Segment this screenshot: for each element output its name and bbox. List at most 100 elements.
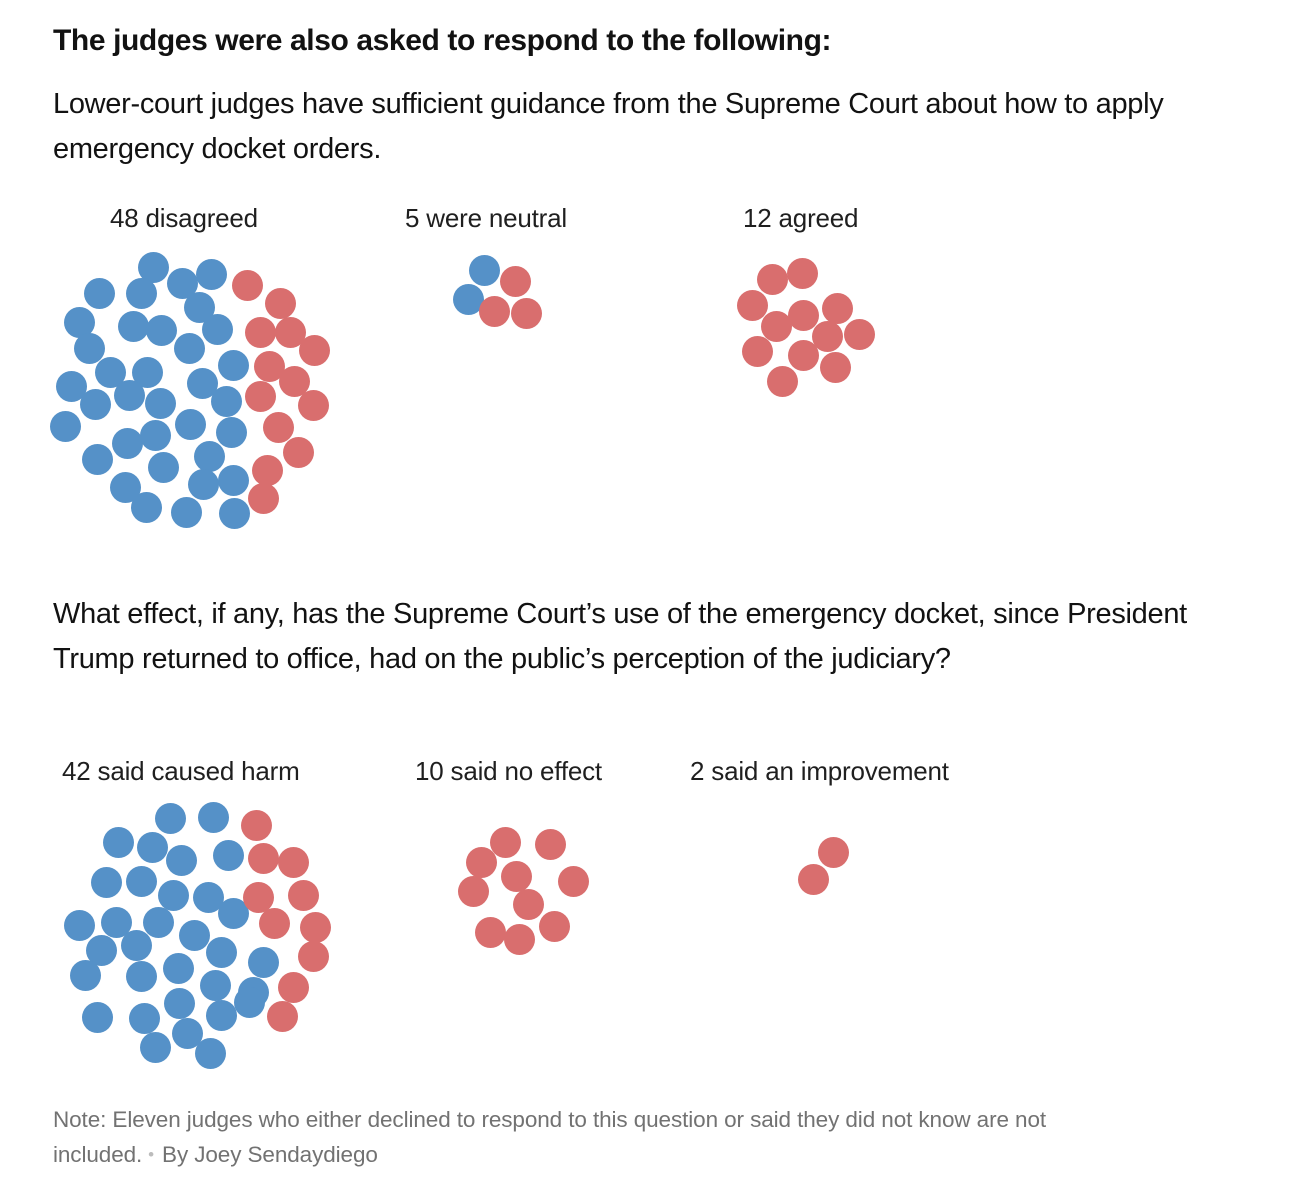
judge-dot-blue <box>162 952 194 984</box>
judge-dot-blue <box>165 844 197 876</box>
judge-dot-blue <box>69 959 101 991</box>
judge-dot-blue <box>178 919 210 951</box>
judge-dot-blue <box>195 258 227 290</box>
judge-dot-blue <box>217 464 249 496</box>
judge-dot-red <box>786 257 818 289</box>
dot-cluster-neutral <box>452 252 562 342</box>
judge-dot-blue <box>147 451 179 483</box>
judge-dot-blue <box>452 283 484 315</box>
judge-dot-red <box>500 860 532 892</box>
judge-dot-blue <box>157 879 189 911</box>
judge-dot-red <box>287 879 319 911</box>
judge-dot-blue <box>49 410 81 442</box>
judge-dot-red <box>240 809 272 841</box>
judge-dot-blue <box>212 839 244 871</box>
byline: By Joey Sendaydiego <box>162 1141 378 1167</box>
judge-dot-blue <box>63 909 95 941</box>
judge-dot-blue <box>63 306 95 338</box>
judge-dot-blue <box>187 468 219 500</box>
judge-dot-red <box>299 911 331 943</box>
judge-dot-red <box>766 365 798 397</box>
footnote: Note: Eleven judges who either declined … <box>53 1103 1183 1173</box>
judge-dot-blue <box>194 1037 226 1069</box>
judge-dot-red <box>277 971 309 1003</box>
judge-dot-red <box>756 263 788 295</box>
judge-dot-blue <box>205 999 237 1031</box>
separator-dot-icon: • <box>148 1144 155 1164</box>
judge-dot-blue <box>130 491 162 523</box>
judge-dot-blue <box>174 408 206 440</box>
graphic-heading: The judges were also asked to respond to… <box>53 24 832 57</box>
judge-dot-blue <box>205 936 237 968</box>
judge-dot-blue <box>81 443 113 475</box>
judge-dot-blue <box>81 1001 113 1033</box>
judge-dot-red <box>843 318 875 350</box>
judge-dot-red <box>278 365 310 397</box>
group-label-neutral: 5 were neutral <box>405 203 567 233</box>
judge-dot-blue <box>199 969 231 1001</box>
judge-dot-red <box>297 389 329 421</box>
judge-dot-blue <box>217 349 249 381</box>
question-1-text: Lower-court judges have sufficient guida… <box>53 88 1164 165</box>
judge-dot-red <box>557 865 589 897</box>
judge-dot-red <box>244 316 276 348</box>
judge-dot-red <box>244 380 276 412</box>
judge-dot-blue <box>170 496 202 528</box>
group-label-disagreed: 48 disagreed <box>110 203 258 233</box>
judge-dot-blue <box>128 1002 160 1034</box>
judge-dot-red <box>819 351 851 383</box>
judge-dot-red <box>251 454 283 486</box>
judge-dot-red <box>282 436 314 468</box>
judge-dot-red <box>503 923 535 955</box>
group-label-no-effect: 10 said no effect <box>415 756 602 786</box>
judge-dot-red <box>787 339 819 371</box>
judge-dot-red <box>489 826 521 858</box>
footnote-text: Note: Eleven judges who either declined … <box>53 1107 1047 1167</box>
judge-dot-blue <box>137 251 169 283</box>
judge-dot-red <box>474 916 506 948</box>
question-2-text: What effect, if any, has the Supreme Cou… <box>53 598 1187 675</box>
judge-dot-blue <box>142 906 174 938</box>
judge-dot-red <box>262 411 294 443</box>
judge-dot-red <box>231 269 263 301</box>
dot-cluster-agreed <box>735 256 885 401</box>
judge-dot-red <box>538 910 570 942</box>
judge-dot-blue <box>218 497 250 529</box>
judge-dot-red <box>298 334 330 366</box>
judge-dot-blue <box>117 310 149 342</box>
judge-dot-blue <box>113 379 145 411</box>
judge-dot-red <box>277 846 309 878</box>
judge-dot-blue <box>154 802 186 834</box>
judge-dot-blue <box>201 313 233 345</box>
dot-cluster-improvement <box>795 834 865 904</box>
judge-dot-blue <box>139 1031 171 1063</box>
judge-dot-red <box>760 310 792 342</box>
judge-dot-blue <box>125 277 157 309</box>
group-label-agreed: 12 agreed <box>743 203 859 233</box>
judge-dot-red <box>499 265 531 297</box>
judge-dot-blue <box>102 826 134 858</box>
judge-dot-red <box>297 940 329 972</box>
judge-dot-red <box>247 842 279 874</box>
judge-dot-red <box>817 836 849 868</box>
judge-dot-red <box>266 1000 298 1032</box>
judge-dot-blue <box>120 929 152 961</box>
judge-dot-blue <box>79 388 111 420</box>
group-label-caused-harm: 42 said caused harm <box>62 756 300 786</box>
judge-dot-blue <box>233 986 265 1018</box>
judge-dot-red <box>797 863 829 895</box>
judge-dot-blue <box>90 866 122 898</box>
judge-dot-red <box>242 881 274 913</box>
judge-dot-blue <box>83 277 115 309</box>
dot-cluster-disagreed <box>48 250 348 535</box>
dot-cluster-caused-harm <box>58 801 348 1073</box>
judge-dot-blue <box>247 946 279 978</box>
judge-dot-blue <box>139 419 171 451</box>
judge-dot-red <box>247 482 279 514</box>
judge-dot-blue <box>210 385 242 417</box>
judge-dot-red <box>264 287 296 319</box>
judge-dot-red <box>821 292 853 324</box>
judge-dot-blue <box>125 865 157 897</box>
judge-dot-red <box>510 297 542 329</box>
judge-dot-red <box>465 846 497 878</box>
